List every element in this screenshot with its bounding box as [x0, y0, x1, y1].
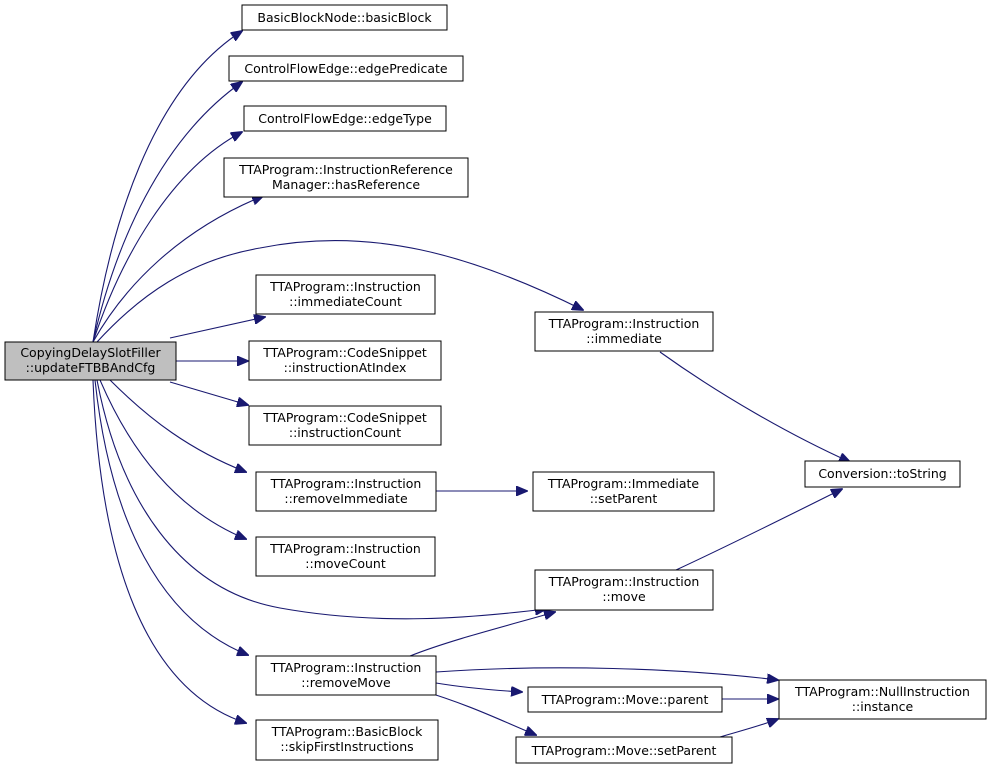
edge-move-toString — [675, 489, 842, 571]
node-nullInstance[interactable]: TTAProgram::NullInstruction ::instance — [778, 679, 987, 720]
edge-root-immediate — [96, 239, 583, 343]
node-basicBlock[interactable]: BasicBlockNode::basicBlock — [241, 4, 448, 31]
edge-root-immediateCount — [169, 317, 265, 339]
svg-text:TTAProgram::Instruction: TTAProgram::Instruction — [269, 541, 421, 556]
svg-text:TTAProgram::Instruction: TTAProgram::Instruction — [270, 476, 422, 491]
edge-root-edgePredicate — [92, 82, 242, 343]
svg-text:::setParent: ::setParent — [590, 491, 658, 506]
edge-removeMove-nullInstance — [435, 667, 778, 680]
svg-text:::skipFirstInstructions: ::skipFirstInstructions — [280, 739, 413, 754]
edge-moveSetParent-nullInstance — [719, 719, 778, 738]
edge-removeMove-moveParent — [435, 682, 522, 692]
svg-text:TTAProgram::Move::setParent: TTAProgram::Move::setParent — [531, 743, 717, 758]
edge-root-edgeType — [92, 132, 242, 343]
svg-text:TTAProgram::Move::parent: TTAProgram::Move::parent — [541, 692, 709, 707]
edge-root-skipFirst — [92, 379, 246, 723]
svg-text:TTAProgram::Instruction: TTAProgram::Instruction — [548, 316, 700, 331]
svg-text:CopyingDelaySlotFiller: CopyingDelaySlotFiller — [20, 345, 161, 360]
svg-text:::immediate: ::immediate — [586, 331, 662, 346]
svg-text:Manager::hasReference: Manager::hasReference — [272, 177, 420, 192]
node-immediateCount[interactable]: TTAProgram::Instruction ::immediateCount — [255, 274, 436, 315]
edge-root-removeImmediate — [109, 379, 246, 472]
svg-text:TTAProgram::NullInstruction: TTAProgram::NullInstruction — [794, 684, 970, 699]
svg-text:ControlFlowEdge::edgeType: ControlFlowEdge::edgeType — [258, 111, 432, 126]
node-edgePredicate[interactable]: ControlFlowEdge::edgePredicate — [228, 55, 464, 82]
nodes: CopyingDelaySlotFiller ::updateFTBBAndCf… — [4, 4, 987, 764]
svg-text:Conversion::toString: Conversion::toString — [818, 466, 946, 481]
node-moveCount[interactable]: TTAProgram::Instruction ::moveCount — [255, 536, 436, 577]
node-root[interactable]: CopyingDelaySlotFiller ::updateFTBBAndCf… — [4, 341, 177, 381]
node-removeImmediate[interactable]: TTAProgram::Instruction ::removeImmediat… — [255, 471, 437, 512]
edges — [92, 31, 850, 738]
svg-text:TTAProgram::BasicBlock: TTAProgram::BasicBlock — [271, 724, 423, 739]
node-skipFirst[interactable]: TTAProgram::BasicBlock ::skipFirstInstru… — [255, 719, 439, 761]
edge-root-hasReference — [92, 196, 263, 343]
svg-text:TTAProgram::Instruction: TTAProgram::Instruction — [269, 279, 421, 294]
edge-immediate-toString — [659, 351, 850, 462]
node-toString[interactable]: Conversion::toString — [804, 460, 961, 488]
svg-text:::removeImmediate: ::removeImmediate — [284, 491, 408, 506]
svg-text:TTAProgram::CodeSnippet: TTAProgram::CodeSnippet — [262, 410, 427, 425]
node-instructionAtIndex[interactable]: TTAProgram::CodeSnippet ::instructionAtI… — [248, 340, 442, 381]
svg-text:::updateFTBBAndCfg: ::updateFTBBAndCfg — [26, 360, 156, 375]
svg-text:TTAProgram::Instruction: TTAProgram::Instruction — [270, 660, 422, 675]
svg-text:BasicBlockNode::basicBlock: BasicBlockNode::basicBlock — [257, 10, 432, 25]
node-move[interactable]: TTAProgram::Instruction ::move — [534, 569, 714, 611]
svg-text:::moveCount: ::moveCount — [305, 556, 386, 571]
svg-text:TTAProgram::Instruction: TTAProgram::Instruction — [548, 574, 700, 589]
edge-root-instructionCount — [169, 381, 248, 405]
node-moveSetParent[interactable]: TTAProgram::Move::setParent — [515, 736, 733, 764]
svg-text:::instructionAtIndex: ::instructionAtIndex — [284, 360, 407, 375]
edge-root-removeMove — [94, 379, 248, 655]
edge-root-moveCount — [99, 379, 246, 539]
svg-text:TTAProgram::Immediate: TTAProgram::Immediate — [547, 476, 699, 491]
svg-text:::instructionCount: ::instructionCount — [289, 425, 401, 440]
svg-text:::removeMove: ::removeMove — [301, 675, 391, 690]
node-removeMove[interactable]: TTAProgram::Instruction ::removeMove — [255, 655, 437, 696]
svg-text:TTAProgram::InstructionReferen: TTAProgram::InstructionReference — [238, 162, 453, 177]
node-immediate[interactable]: TTAProgram::Instruction ::immediate — [534, 311, 714, 352]
svg-text:::immediateCount: ::immediateCount — [289, 294, 402, 309]
svg-text:::move: ::move — [602, 589, 646, 604]
svg-text:TTAProgram::CodeSnippet: TTAProgram::CodeSnippet — [262, 345, 427, 360]
node-immSetParent[interactable]: TTAProgram::Immediate ::setParent — [532, 471, 715, 512]
node-moveParent[interactable]: TTAProgram::Move::parent — [527, 686, 723, 713]
edge-root-move — [96, 379, 546, 620]
edge-removeMove-move — [409, 612, 555, 657]
svg-text:ControlFlowEdge::edgePredicate: ControlFlowEdge::edgePredicate — [244, 61, 448, 76]
svg-text:::instance: ::instance — [852, 699, 914, 714]
edge-root-basicBlock — [92, 31, 242, 343]
node-instructionCount[interactable]: TTAProgram::CodeSnippet ::instructionCou… — [248, 405, 442, 446]
node-hasReference[interactable]: TTAProgram::InstructionReference Manager… — [223, 157, 469, 198]
node-edgeType[interactable]: ControlFlowEdge::edgeType — [243, 105, 447, 132]
